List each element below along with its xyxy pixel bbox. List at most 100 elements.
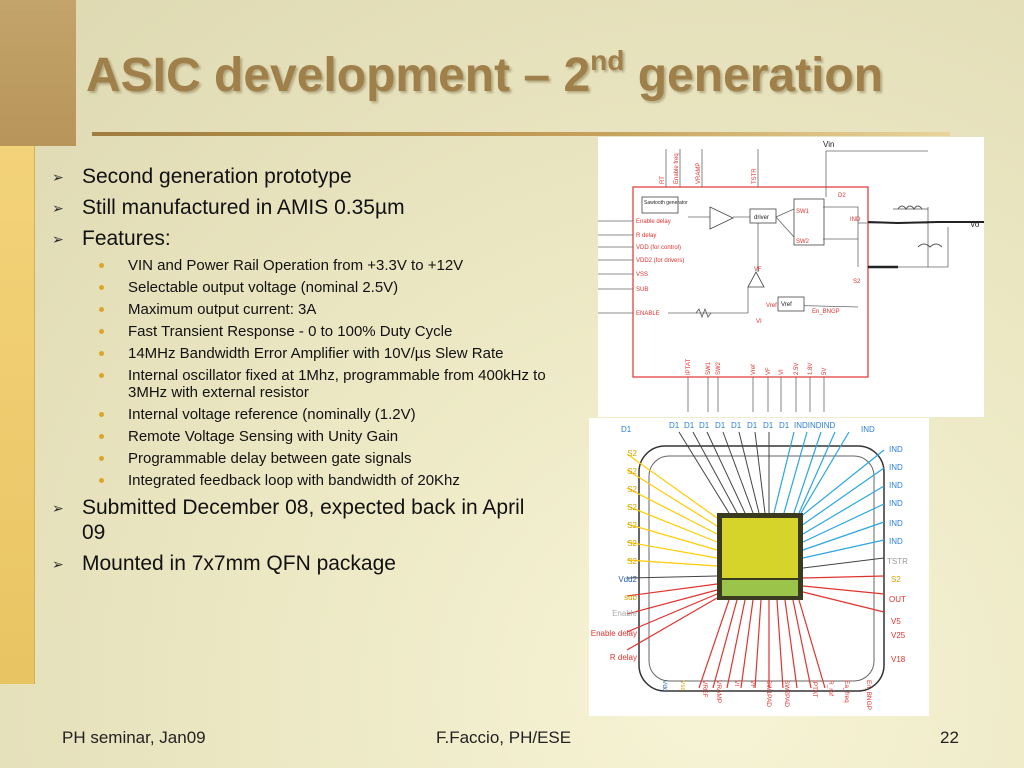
schematic-bottom-pin: Vref xyxy=(751,364,757,375)
dot-bullet-icon xyxy=(99,412,104,417)
chip-left-label: Enable delay xyxy=(591,629,637,638)
bullet-item: ➢Mounted in 7x7mm QFN package xyxy=(52,552,396,575)
schematic-bottom-pin: SW1 xyxy=(706,361,712,375)
chip-bottom-label: VRAMP xyxy=(715,680,722,703)
feature-item: Programmable delay between gate signals xyxy=(46,450,556,467)
chip-left-label: S2 xyxy=(627,449,637,458)
schematic-vin: Vin xyxy=(823,140,834,149)
chip-bottom-label: SW1PAD xyxy=(765,680,772,707)
schematic-left-label: VDD2 (for drivers) xyxy=(636,258,684,264)
schematic-bottom-pin: 5V xyxy=(822,368,828,375)
schematic-bottom-pin: SW2 xyxy=(716,361,722,375)
chip-left-label: sub xyxy=(624,593,637,602)
schematic-pin-label: Enable freq xyxy=(674,153,680,184)
chip-top-label: D1 xyxy=(699,421,710,430)
schematic-left-label: VSS xyxy=(636,272,648,278)
feature-item: Selectable output voltage (nominal 2.5V) xyxy=(46,279,556,296)
chip-bottom-label: VI xyxy=(733,680,740,686)
schematic-sw2: SW2 xyxy=(796,239,810,245)
title-underline xyxy=(92,132,950,136)
chip-top-label: D1 xyxy=(731,421,742,430)
chip-layout: D1 D1 D1 D1 D1 D1 D1 D1 D1 INDINDIND IND… xyxy=(589,418,929,716)
features-list: VIN and Power Rail Operation from +3.3V … xyxy=(46,257,556,489)
arrow-bullet-icon: ➢ xyxy=(52,556,64,572)
feature-item: Maximum output current: 3A xyxy=(46,301,556,318)
chip-top-label: D1 xyxy=(669,421,680,430)
schematic-vf: VF xyxy=(754,267,762,273)
arrow-bullet-icon: ➢ xyxy=(52,500,64,516)
dot-bullet-icon xyxy=(99,307,104,312)
bullet-item: ➢Submitted December 08, expected back in… xyxy=(52,496,525,544)
slide-title: ASIC development – 2nd generation xyxy=(86,45,884,102)
chip-left-label: Vdd2 xyxy=(618,575,637,584)
dot-bullet-icon xyxy=(99,373,104,378)
chip-right-label: IND xyxy=(889,481,903,490)
schematic-left-label: Enable delay xyxy=(636,219,671,225)
schematic-sawtooth: Sawtooth generator xyxy=(644,200,688,206)
chip-top-label: D1 xyxy=(763,421,774,430)
chip-right-label: IND xyxy=(889,537,903,546)
schematic-bottom-pin: IPTAT xyxy=(686,359,692,375)
schematic-vo: Vo xyxy=(970,220,980,229)
chip-top-label: D1 xyxy=(747,421,758,430)
chip-bottom-label: IPTAT xyxy=(811,680,818,697)
schematic-vref-box: Vref xyxy=(781,302,792,308)
schematic-pin-label: RT xyxy=(660,176,666,184)
chip-bottom-label: VREF xyxy=(701,680,708,697)
dot-bullet-icon xyxy=(99,329,104,334)
schematic-bottom-pin: 2.5V xyxy=(794,363,800,375)
chip-left-label: R delay xyxy=(610,653,637,662)
chip-right-label: V18 xyxy=(891,655,906,664)
feature-item: 14MHz Bandwidth Error Amplifier with 10V… xyxy=(46,345,508,362)
chip-right-label: IND xyxy=(889,499,903,508)
dot-bullet-icon xyxy=(99,263,104,268)
chip-right-label: V5 xyxy=(891,617,901,626)
dot-bullet-icon xyxy=(99,456,104,461)
chip-bottom-label: Vdd xyxy=(661,680,668,692)
title-corner-block xyxy=(0,0,76,146)
chip-right-label: OUT xyxy=(889,595,906,604)
chip-left-label: Enable xyxy=(612,609,637,618)
schematic-pin-label: TSTR xyxy=(752,168,758,184)
chip-left-label: S2 xyxy=(627,467,637,476)
bullet-item: ➢Second generation prototype xyxy=(52,165,352,188)
schematic-sw1: SW1 xyxy=(796,209,810,215)
footer-center: F.Faccio, PH/ESE xyxy=(436,728,572,747)
feature-item: Internal voltage reference (nominally (1… xyxy=(46,406,556,423)
dot-bullet-icon xyxy=(99,478,104,483)
bullet-item: ➢Still manufactured in AMIS 0.35µm xyxy=(52,196,405,219)
chip-bottom-label: Ea_freq xyxy=(843,680,850,703)
chip-top-label: D1 xyxy=(779,421,790,430)
chip-right-label: TSTR xyxy=(887,557,908,566)
schematic-en-bngp: En_BNGP xyxy=(812,309,840,315)
footer-left: PH seminar, Jan09 xyxy=(62,728,206,747)
schematic-driver: driver xyxy=(754,215,769,221)
bullet-list: ➢Second generation prototype ➢Still manu… xyxy=(46,164,556,582)
page-number: 22 xyxy=(940,728,959,747)
chip-top-label: IND xyxy=(861,425,875,434)
chip-bottom-label: VF xyxy=(749,680,756,688)
schematic-vi: VI xyxy=(756,319,762,325)
chip-right-label: IND xyxy=(889,519,903,528)
chip-left-label: S2 xyxy=(627,521,637,530)
left-accent-strip xyxy=(0,146,35,684)
feature-item: Integrated feedback loop with bandwidth … xyxy=(46,472,556,489)
chip-bottom-label: SW2PAD xyxy=(783,680,790,707)
schematic-ind: IND xyxy=(850,217,861,223)
schematic-bottom-pin: VI xyxy=(779,369,785,375)
circuit-schematic: RT Enable freq VRAMP TSTR Enable delay R… xyxy=(598,137,984,417)
schematic-left-label: VDD (for control) xyxy=(636,245,681,251)
chip-bottom-label: Vss xyxy=(679,680,686,692)
feature-item: Fast Transient Response - 0 to 100% Duty… xyxy=(46,323,556,340)
chip-right-label: S2 xyxy=(891,575,901,584)
schematic-bottom-pin: VF xyxy=(766,367,772,375)
chip-left-label: S2 xyxy=(627,557,637,566)
schematic-left-label: SUB xyxy=(636,287,648,293)
feature-item: VIN and Power Rail Operation from +3.3V … xyxy=(46,257,556,274)
dot-bullet-icon xyxy=(99,434,104,439)
schematic-left-label: ENABLE xyxy=(636,311,660,317)
chip-bottom-label: R_ref xyxy=(827,680,834,696)
feature-item: Remote Voltage Sensing with Unity Gain xyxy=(46,428,556,445)
chip-top-label: INDINDIND xyxy=(794,421,836,430)
chip-d1-left: D1 xyxy=(621,425,632,434)
